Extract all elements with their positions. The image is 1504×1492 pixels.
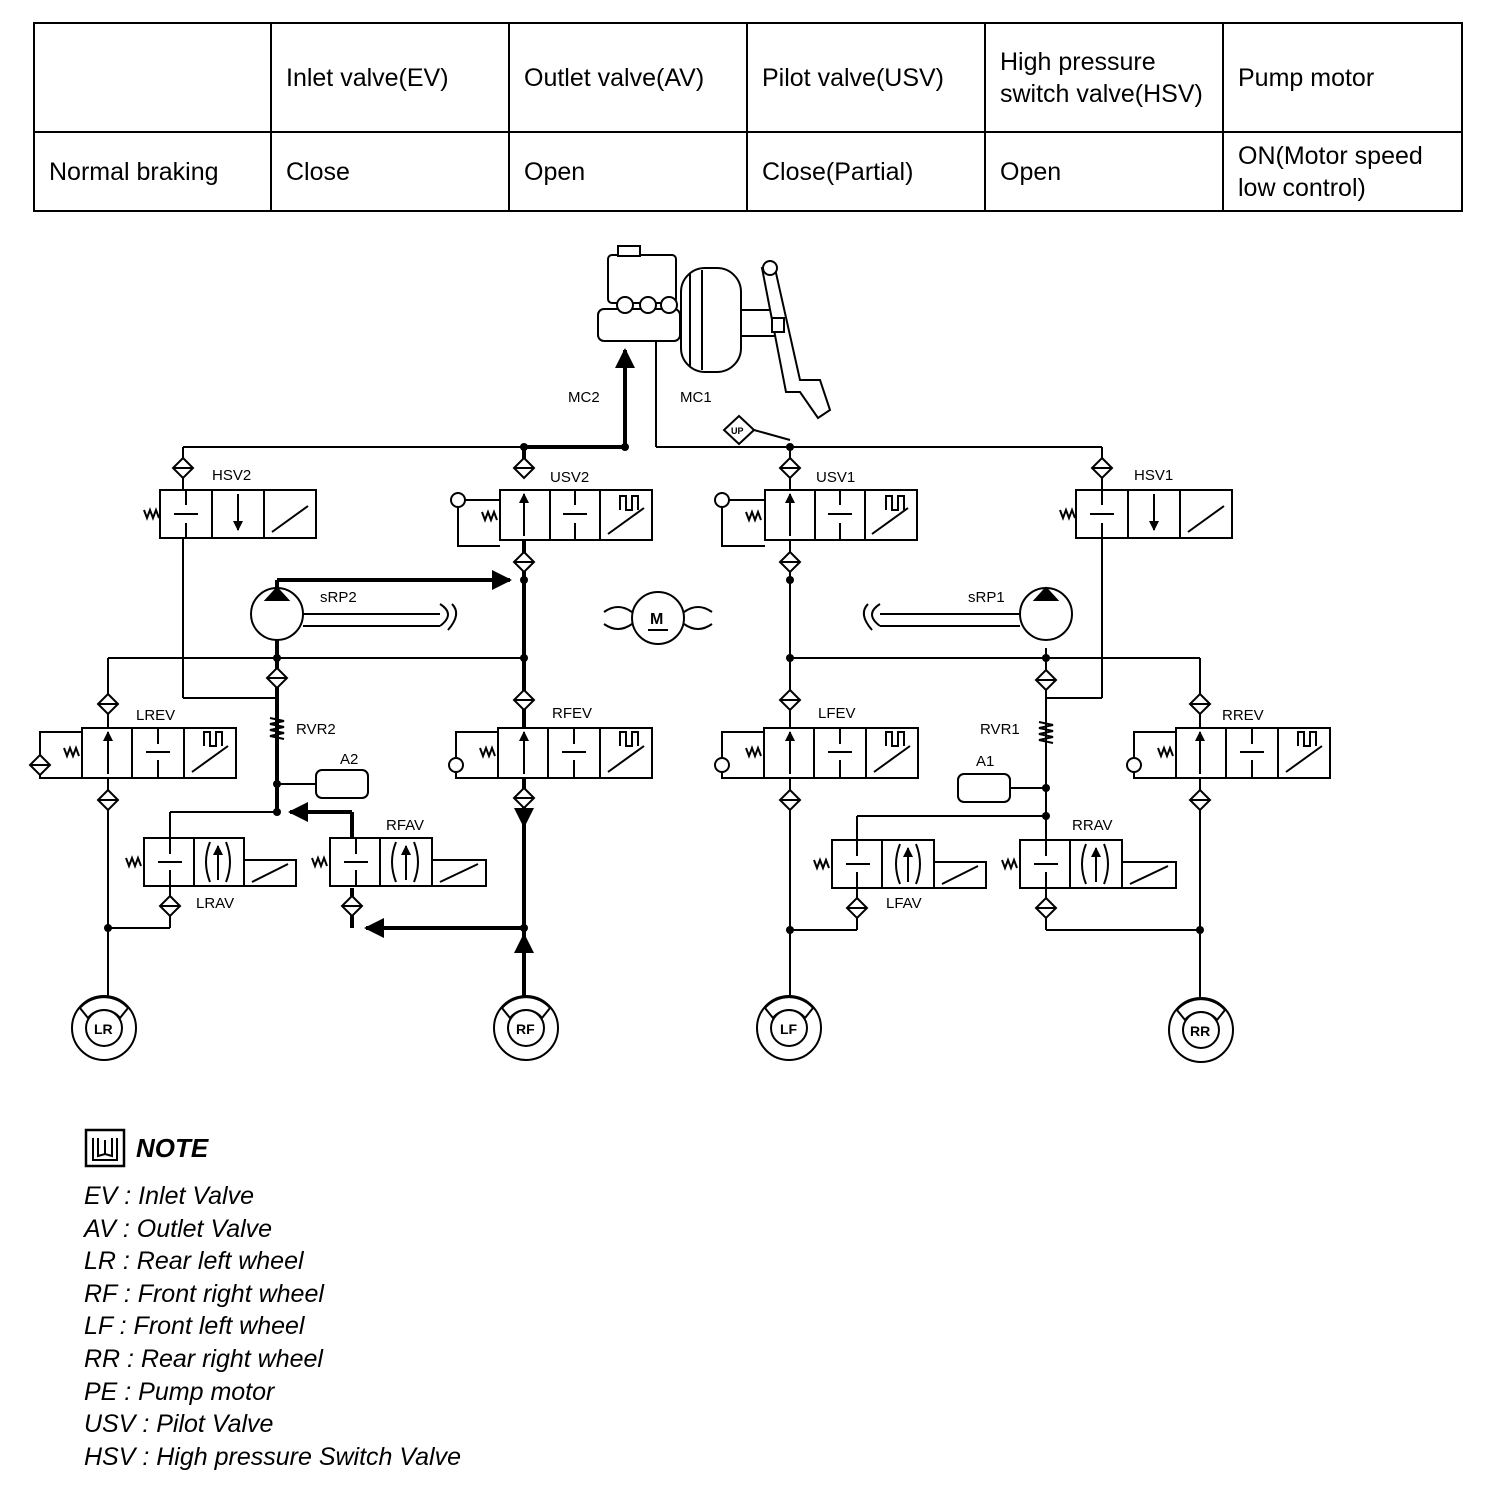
a2-label: A2 xyxy=(340,751,358,768)
srp2-label: sRP2 xyxy=(320,589,357,606)
master-cylinder xyxy=(597,245,681,342)
row-mode: Normal braking xyxy=(33,131,272,212)
wheel-rf xyxy=(493,995,559,1061)
brake-pedal xyxy=(760,260,832,420)
note-title: NOTE xyxy=(136,1132,209,1163)
note-item-rf: RF : Front right wheel xyxy=(84,1279,324,1308)
wheel-lf-label: LF xyxy=(780,1021,798,1037)
lrav-valve xyxy=(125,837,297,887)
note-header: NOTE xyxy=(84,1128,461,1168)
mc1-label: MC1 xyxy=(680,389,712,406)
rrav-label: RRAV xyxy=(1072,817,1113,834)
hsv1-label: HSV1 xyxy=(1134,467,1173,484)
srp1-label: sRP1 xyxy=(968,589,1005,606)
book-icon xyxy=(84,1128,126,1168)
motor-label: M xyxy=(650,611,663,628)
header-pump-motor: Pump motor xyxy=(1222,22,1463,133)
hydraulic-lines xyxy=(39,340,1201,1000)
wheel-rr-label: RR xyxy=(1190,1023,1210,1039)
row-pilot-state: Close(Partial) xyxy=(746,131,986,212)
usv2-valve xyxy=(481,489,653,541)
row-pump-state: ON(Motor speed low control) xyxy=(1222,131,1463,212)
hydraulic-circuit-diagram: MC2 MC1 xyxy=(29,245,1331,1063)
note-item-hsv: HSV : High pressure Switch Valve xyxy=(84,1442,462,1471)
note-item-rr: RR : Rear right wheel xyxy=(84,1344,323,1373)
up-sensor xyxy=(722,414,791,446)
note-item-usv: USV : Pilot Valve xyxy=(84,1410,274,1439)
note-item-pe: PE : Pump motor xyxy=(84,1377,275,1406)
rfav-valve xyxy=(311,837,487,887)
wheel-lr-label: LR xyxy=(94,1021,113,1037)
lfav-label: LFAV xyxy=(886,895,922,912)
row-inlet-state: Close xyxy=(270,131,510,212)
row-outlet-state: Open xyxy=(508,131,748,212)
rfev-label: RFEV xyxy=(552,705,592,722)
rvr1-label: RVR1 xyxy=(980,721,1020,738)
note-item-av: AV : Outlet Valve xyxy=(84,1214,273,1243)
row-hsv-state: Open xyxy=(984,131,1224,212)
table-row: Normal braking Close Open Close(Partial)… xyxy=(33,131,1463,212)
usv2-label: USV2 xyxy=(550,469,589,486)
lrev-label: LREV xyxy=(136,707,175,724)
header-outlet-valve: Outlet valve(AV) xyxy=(508,22,748,133)
wheel-lr xyxy=(71,995,137,1061)
rrav-valve xyxy=(1001,839,1177,889)
junction-dots xyxy=(104,443,1204,934)
lfev-label: LFEV xyxy=(818,705,856,722)
rfev-valve xyxy=(479,727,653,779)
usv1-valve xyxy=(745,489,918,541)
header-high-pressure-switch-valve: High pressure switch valve(HSV) xyxy=(984,22,1224,133)
valve-state-table: Inlet valve(EV) Outlet valve(AV) Pilot v… xyxy=(33,22,1463,212)
wheel-rr xyxy=(1168,997,1234,1063)
rrev-label: RREV xyxy=(1222,707,1264,724)
note-item-lr: LR : Rear left wheel xyxy=(84,1247,304,1276)
pump-motor xyxy=(603,591,713,645)
mc2-label: MC2 xyxy=(568,389,600,406)
rvr1-spring xyxy=(1038,721,1054,744)
lfev-valve xyxy=(745,727,919,779)
accumulator-a1 xyxy=(957,773,1011,803)
up-label: UP xyxy=(731,426,744,436)
usv1-label: USV1 xyxy=(816,469,855,486)
rfav-label: RFAV xyxy=(386,817,424,834)
lrev-valve xyxy=(63,727,237,779)
wheel-rf-label: RF xyxy=(516,1021,535,1037)
note-section: NOTE EV : Inlet Valve AV : Outlet Valve … xyxy=(84,1128,461,1473)
pump-srp1 xyxy=(862,586,1073,641)
accumulator-a2 xyxy=(315,769,369,799)
a1-label: A1 xyxy=(976,753,994,770)
rvr2-spring xyxy=(269,717,285,740)
note-list: EV : Inlet Valve AV : Outlet Valve LR : … xyxy=(84,1180,461,1473)
note-item-lf: LF : Front left wheel xyxy=(84,1312,305,1341)
rvr2-label: RVR2 xyxy=(296,721,336,738)
lrav-label: LRAV xyxy=(196,895,234,912)
rrev-valve xyxy=(1157,727,1331,779)
pump-srp2 xyxy=(250,586,458,641)
header-cell-empty xyxy=(33,22,272,133)
wheel-lf xyxy=(756,995,822,1061)
hsv2-label: HSV2 xyxy=(212,467,251,484)
lfav-valve xyxy=(813,839,987,889)
hsv2-valve xyxy=(143,489,317,539)
header-inlet-valve: Inlet valve(EV) xyxy=(270,22,510,133)
note-item-ev: EV : Inlet Valve xyxy=(84,1182,254,1210)
hsv1-valve xyxy=(1059,489,1233,539)
header-pilot-valve: Pilot valve(USV) xyxy=(746,22,986,133)
table-header-row: Inlet valve(EV) Outlet valve(AV) Pilot v… xyxy=(33,22,1463,133)
